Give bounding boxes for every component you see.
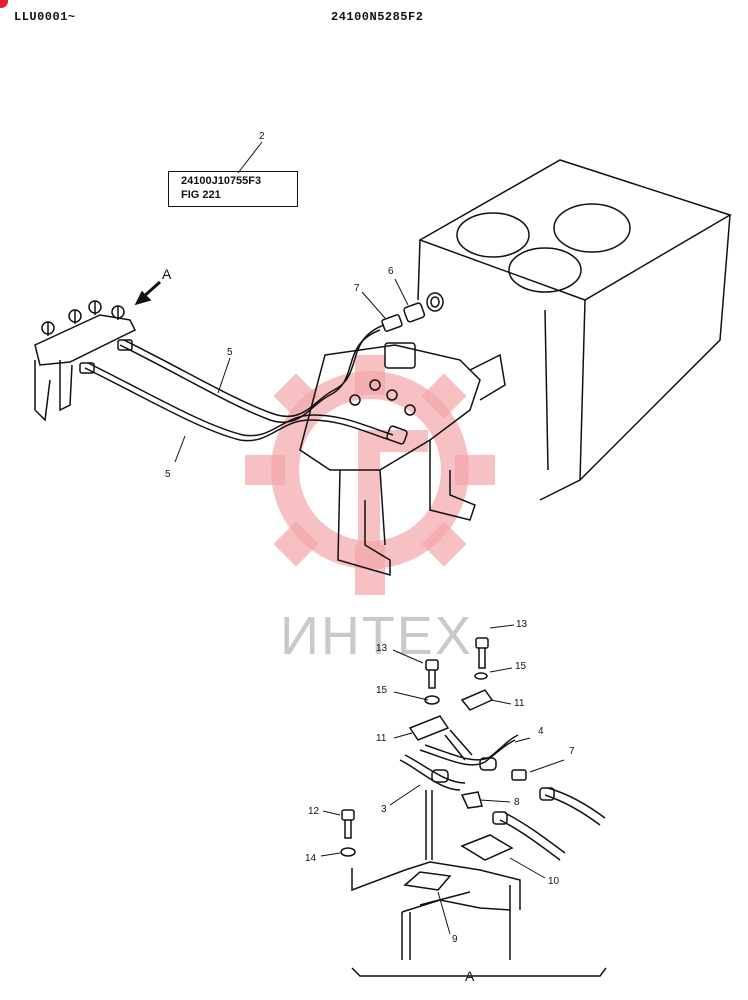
view-arrow [134, 280, 161, 306]
callout-4: 4 [538, 726, 544, 737]
leader-lines-top [174, 141, 409, 463]
reference-figure-box: 24100J10755F3 FIG 221 [168, 171, 298, 207]
hoses-5 [84, 324, 408, 445]
callout-5-upper: 5 [227, 347, 233, 358]
callout-8: 8 [514, 797, 520, 808]
callout-7: 7 [354, 283, 360, 294]
callout-9: 9 [452, 934, 458, 945]
detail-a-assembly [340, 637, 607, 977]
callout-7-detail: 7 [569, 746, 575, 757]
reference-drawing-number: 24100J10755F3 [181, 175, 262, 187]
watermark-text: ИНТЕХ [280, 606, 473, 666]
callout-2: 2 [259, 131, 265, 142]
callout-3: 3 [381, 804, 387, 815]
callout-10: 10 [548, 876, 560, 887]
fittings-top [381, 292, 444, 332]
reference-figure-number: FIG 221 [181, 189, 221, 201]
pilot-valve [34, 300, 137, 422]
detail-view-label: A [465, 968, 475, 984]
callout-13-left: 13 [376, 643, 388, 654]
callout-13-right: 13 [516, 619, 528, 630]
callout-11-left: 11 [376, 733, 387, 744]
callout-12: 12 [308, 806, 320, 817]
callout-6: 6 [388, 266, 394, 277]
leader-lines-detail [320, 624, 565, 935]
callout-15-right: 15 [515, 661, 527, 672]
engine-block [417, 159, 732, 501]
header-left-code: LLU0001~ [14, 10, 76, 24]
header-drawing-number: 24100N5285F2 [331, 10, 424, 24]
callout-5-lower: 5 [165, 469, 171, 480]
callout-15-left: 15 [376, 685, 388, 696]
control-valve [299, 342, 506, 576]
callout-11-right: 11 [514, 698, 525, 709]
corner-mark [0, 0, 8, 8]
callout-14: 14 [305, 853, 317, 864]
view-arrow-label: A [162, 266, 172, 282]
